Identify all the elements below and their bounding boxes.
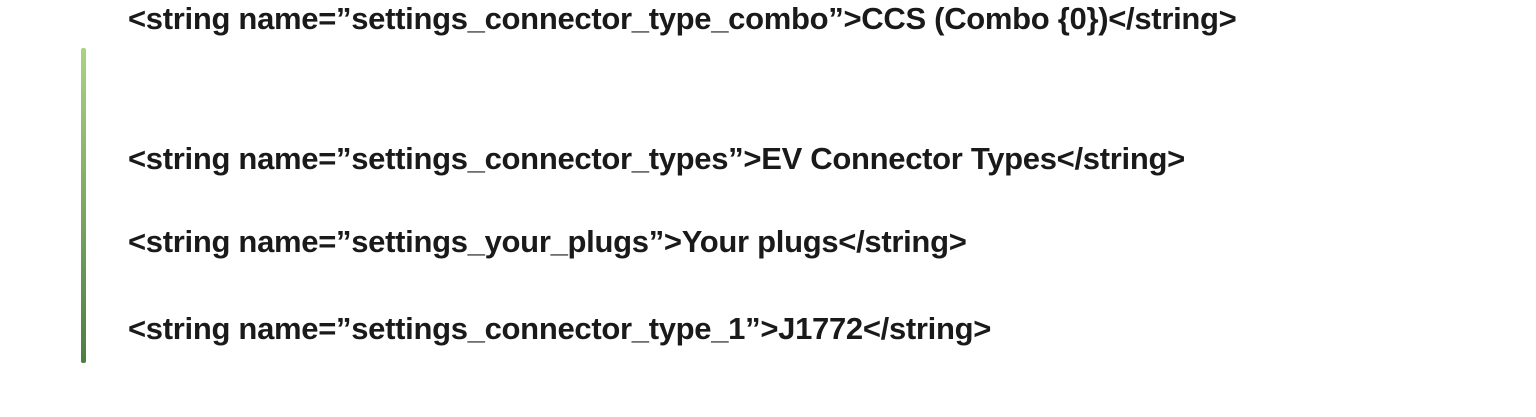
xml-string-line-your-plugs: <string name=”settings_your_plugs”>Your …: [128, 224, 967, 259]
xml-string-line-connector-types: <string name=”settings_connector_types”>…: [128, 141, 1185, 176]
xml-string-line-connector-type-combo: <string name=”settings_connector_type_co…: [128, 1, 1237, 36]
xml-string-line-connector-type-1: <string name=”settings_connector_type_1”…: [128, 311, 992, 346]
green-accent-bar: [81, 48, 86, 363]
